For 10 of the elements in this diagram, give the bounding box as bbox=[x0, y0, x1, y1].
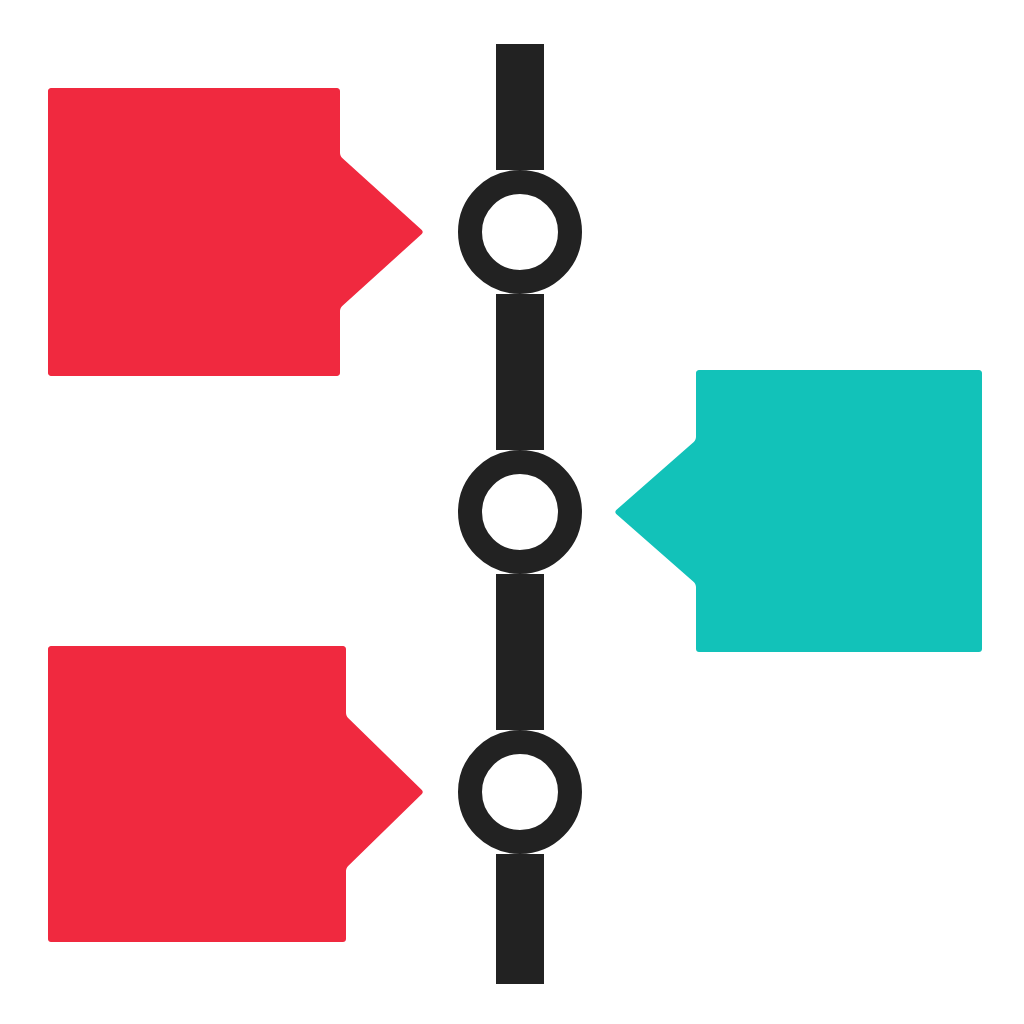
timeline-line bbox=[496, 44, 544, 170]
timeline-line bbox=[496, 294, 544, 450]
timeline-circle bbox=[458, 730, 582, 854]
timeline-circle bbox=[458, 450, 582, 574]
callout-box bbox=[48, 646, 423, 942]
callout-box bbox=[615, 370, 982, 652]
timeline-line bbox=[496, 854, 544, 984]
timeline-line bbox=[496, 574, 544, 730]
callout-box bbox=[48, 88, 423, 376]
timeline-circle bbox=[458, 170, 582, 294]
